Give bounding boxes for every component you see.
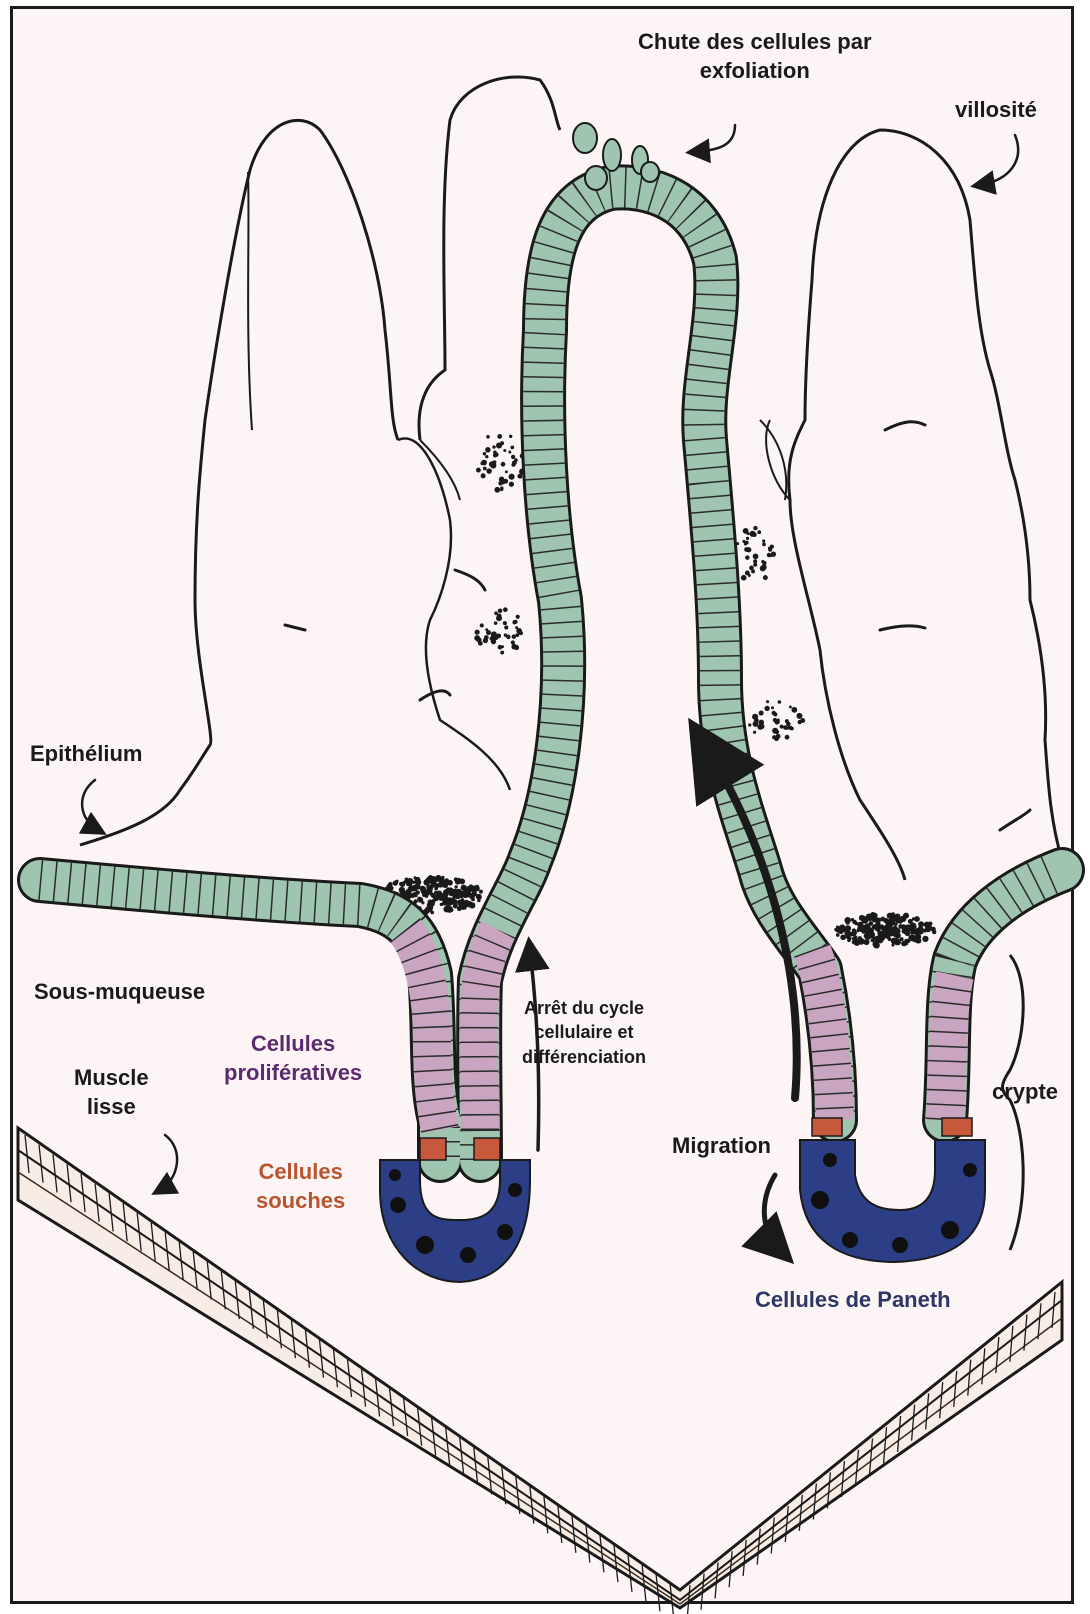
villosite-label: villosité: [955, 96, 1037, 125]
epithelium-arrow: [82, 780, 98, 830]
crypte-label: crypte: [992, 1078, 1058, 1107]
sous-muqueuse-label: Sous-muqueuse: [34, 978, 205, 1007]
crypt-right-base: [800, 1118, 985, 1262]
muscle-arrow: [160, 1135, 177, 1190]
arret-label: Arrêt du cycle cellulaire et différencia…: [522, 996, 646, 1069]
paneth-cells-label: Cellules de Paneth: [755, 1286, 951, 1315]
epithelium-label: Epithélium: [30, 740, 142, 769]
migration-label: Migration: [672, 1132, 771, 1161]
migration-down-arrow: [764, 1175, 780, 1250]
smooth-muscle-layer: [18, 1128, 1062, 1614]
exfoliation-label: Chute des cellules par exfoliation: [638, 28, 872, 85]
muscle-lisse-label: Muscle lisse: [74, 1064, 149, 1121]
proliferative-cells-label: Cellules prolifératives: [224, 1030, 362, 1087]
villus-contour-strokes: [285, 422, 1030, 830]
villosite-arrow: [980, 135, 1018, 185]
exfoliation-arrow: [695, 125, 735, 152]
stem-cells-label: Cellules souches: [256, 1158, 345, 1215]
lymphoid-dot-clusters: [374, 434, 937, 949]
villus-right: [789, 130, 1062, 880]
villus-left: [80, 120, 398, 845]
